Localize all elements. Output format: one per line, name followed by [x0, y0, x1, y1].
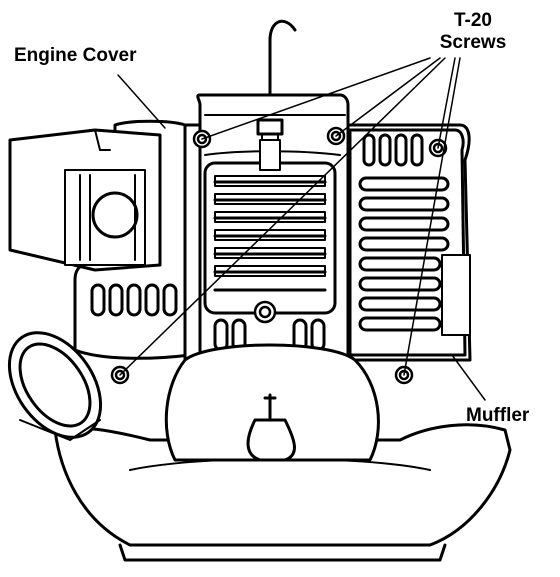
muffler — [350, 130, 470, 355]
screws-label-line2: Screws — [423, 32, 523, 54]
screws-label-line1: T-20 — [423, 10, 523, 32]
muffler-label: Muffler — [466, 405, 529, 427]
engine-cover-label: Engine Cover — [14, 45, 136, 67]
carburetor — [10, 130, 160, 270]
crankcase — [166, 345, 378, 460]
cylinder-fins — [205, 163, 335, 313]
screws-label: T-20 Screws — [423, 10, 523, 54]
